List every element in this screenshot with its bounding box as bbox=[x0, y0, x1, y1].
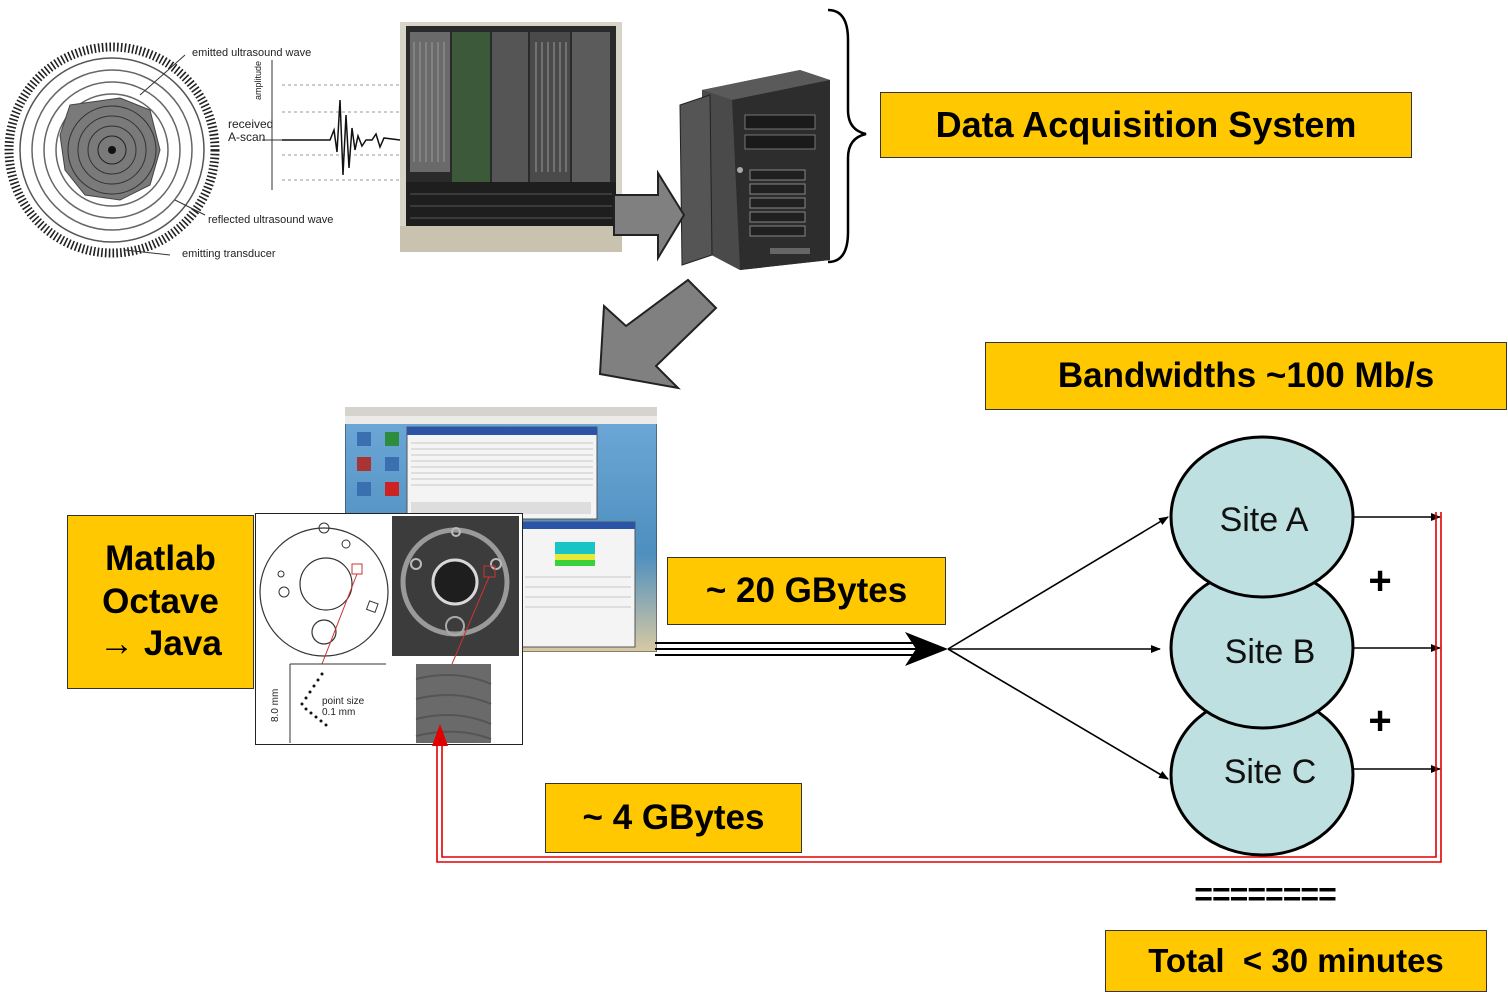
bandwidth-label: Bandwidths ~100 Mb/s bbox=[985, 342, 1507, 410]
transfer-back-label: ~ 4 GBytes bbox=[545, 783, 802, 853]
data-acquisition-label: Data Acquisition System bbox=[880, 92, 1412, 158]
tower-computer-image bbox=[670, 60, 835, 275]
site-c-label: Site C bbox=[1224, 753, 1317, 791]
ascan-label: A-scan bbox=[228, 130, 266, 144]
total-time-label: Total < 30 minutes bbox=[1105, 930, 1487, 992]
bulk-transfer-arrowhead bbox=[905, 632, 948, 666]
software-line-matlab: Matlab bbox=[105, 538, 216, 578]
arrow-to-site-a bbox=[947, 516, 1169, 650]
point-size-value: 0.1 mm bbox=[322, 707, 356, 718]
total-separator: ======== bbox=[1194, 876, 1337, 912]
scan-images-drawing bbox=[259, 516, 519, 743]
ultrasound-schematic-drawing bbox=[4, 42, 401, 258]
transducer-label: emitting transducer bbox=[182, 248, 276, 260]
return-path bbox=[436, 512, 1442, 863]
reflected-wave-label: reflected ultrasound wave bbox=[208, 214, 334, 226]
acquisition-rack-drawing bbox=[400, 22, 622, 252]
software-line-java: → Java bbox=[99, 624, 222, 664]
block-arrow-to-pc bbox=[613, 170, 686, 262]
acquisition-rack-image bbox=[400, 22, 622, 252]
data-acquisition-brace bbox=[827, 8, 867, 264]
plus-sign-2: + bbox=[1368, 699, 1391, 743]
site-a-label: Site A bbox=[1220, 501, 1309, 539]
software-label: Matlab Octave → Java bbox=[67, 515, 254, 689]
emitted-wave-label: emitted ultrasound wave bbox=[192, 47, 312, 59]
tower-computer-drawing bbox=[679, 70, 830, 270]
block-arrow-to-workstation bbox=[598, 278, 718, 390]
scan-images-panel: point size 0.1 mm 8.0 mm bbox=[255, 513, 523, 745]
site-b-label: Site B bbox=[1225, 633, 1316, 671]
point-size-label: point size bbox=[322, 696, 365, 707]
software-line-octave: Octave bbox=[102, 581, 219, 621]
bulk-transfer-line bbox=[655, 632, 948, 666]
return-arrowhead bbox=[432, 724, 448, 746]
arrow-to-site-c bbox=[947, 648, 1169, 780]
transfer-out-label: ~ 20 GBytes bbox=[667, 557, 946, 625]
plus-sign-1: + bbox=[1368, 559, 1391, 603]
received-label: received bbox=[228, 117, 274, 131]
ultrasound-schematic: emitted ultrasound wave amplitude receiv… bbox=[0, 0, 401, 265]
